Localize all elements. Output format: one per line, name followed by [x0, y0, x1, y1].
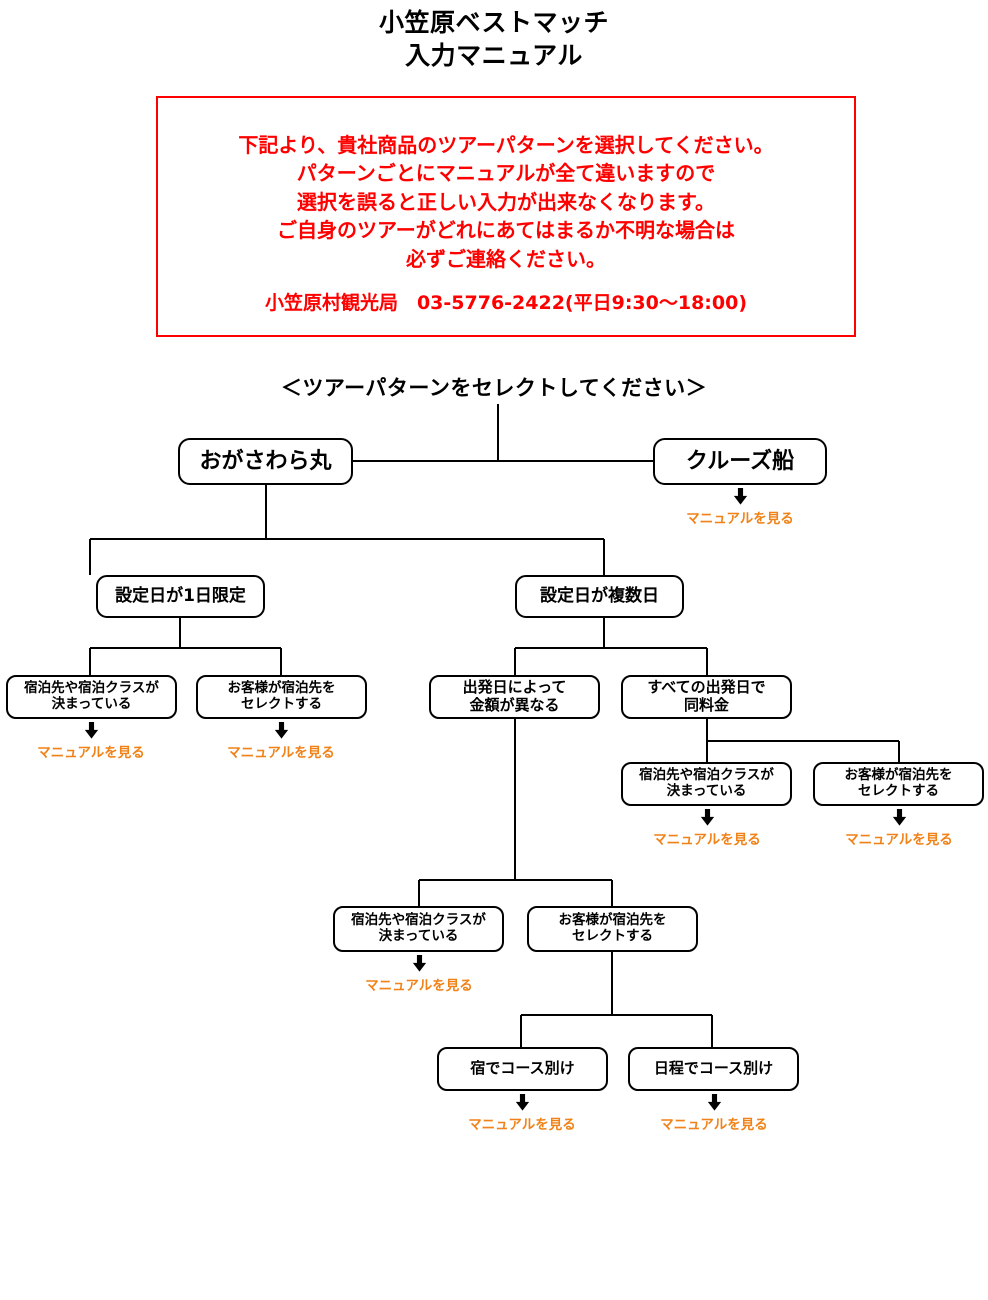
- notice-body: 下記より、貴社商品のツアーパターンを選択してください。 パターンごとにマニュアル…: [158, 131, 854, 273]
- notice-line-4: ご自身のツアーがどれにあてはまるか不明な場合は: [277, 218, 735, 243]
- down-arrow-icon: [707, 1093, 721, 1111]
- down-arrow-icon: [700, 808, 714, 826]
- node-single-day-only[interactable]: 設定日が1日限定: [96, 575, 265, 618]
- manual-link-label: マニュアルを見る: [686, 511, 794, 527]
- manual-link-course-by-schedule[interactable]: マニュアルを見る: [634, 1093, 794, 1133]
- notice-line-1: 下記より、貴社商品のツアーパターンを選択してください。: [238, 133, 774, 157]
- page-title-line-2: 入力マニュアル: [405, 41, 583, 71]
- page-title-line-1: 小笠原ベストマッチ: [378, 8, 609, 37]
- node-mid-lodging-fixed[interactable]: 宿泊先や宿泊クラスが 決まっている: [333, 906, 504, 952]
- notice-line-2: パターンごとにマニュアルが全て違いますので: [296, 161, 716, 186]
- page-title: 小笠原ベストマッチ 入力マニュアル: [0, 6, 988, 73]
- manual-link-course-by-inn[interactable]: マニュアルを見る: [442, 1093, 602, 1133]
- notice-line-3: 選択を誤ると正しい入力が出来なくなります。: [297, 189, 715, 214]
- manual-link-label: マニュアルを見る: [660, 1117, 768, 1133]
- down-arrow-icon: [733, 487, 747, 505]
- node-right-lodging-fixed[interactable]: 宿泊先や宿泊クラスが 決まっている: [621, 762, 792, 806]
- node-cruise-ship[interactable]: クルーズ船: [653, 438, 827, 485]
- notice-box: 下記より、貴社商品のツアーパターンを選択してください。 パターンごとにマニュアル…: [156, 96, 856, 337]
- manual-link-label: マニュアルを見る: [37, 745, 145, 761]
- down-arrow-icon: [412, 954, 426, 972]
- manual-link-label: マニュアルを見る: [227, 745, 335, 761]
- manual-link-left-lodging-fixed[interactable]: マニュアルを見る: [11, 721, 171, 761]
- node-right-customer-selects[interactable]: お客様が宿泊先を セレクトする: [813, 762, 984, 806]
- node-multiple-days[interactable]: 設定日が複数日: [515, 575, 684, 618]
- node-left-lodging-fixed[interactable]: 宿泊先や宿泊クラスが 決まっている: [6, 675, 177, 719]
- manual-link-label: マニュアルを見る: [468, 1117, 576, 1133]
- down-arrow-icon: [84, 721, 98, 739]
- down-arrow-icon: [274, 721, 288, 739]
- node-same-price-all-departures[interactable]: すべての出発日で 同料金: [621, 675, 792, 719]
- node-course-by-schedule[interactable]: 日程でコース別け: [628, 1047, 799, 1091]
- manual-link-label: マニュアルを見る: [653, 832, 761, 848]
- node-ogasawara-maru[interactable]: おがさわら丸: [178, 438, 353, 485]
- manual-link-label: マニュアルを見る: [365, 978, 473, 994]
- manual-link-cruise-ship[interactable]: マニュアルを見る: [660, 487, 820, 527]
- down-arrow-icon: [892, 808, 906, 826]
- node-price-varies-by-departure[interactable]: 出発日によって 金額が異なる: [429, 675, 600, 719]
- manual-link-label: マニュアルを見る: [845, 832, 953, 848]
- manual-link-right-lodging-fixed[interactable]: マニュアルを見る: [627, 808, 787, 848]
- select-pattern-heading: ＜ツアーパターンをセレクトしてください＞: [280, 376, 708, 400]
- manual-link-right-customer-selects[interactable]: マニュアルを見る: [819, 808, 979, 848]
- notice-line-5: 必ずご連絡ください。: [406, 246, 606, 271]
- node-mid-customer-selects[interactable]: お客様が宿泊先を セレクトする: [527, 906, 698, 952]
- down-arrow-icon: [515, 1093, 529, 1111]
- node-course-by-inn[interactable]: 宿でコース別け: [437, 1047, 608, 1091]
- manual-link-mid-lodging-fixed[interactable]: マニュアルを見る: [339, 954, 499, 994]
- node-left-customer-selects[interactable]: お客様が宿泊先を セレクトする: [196, 675, 367, 719]
- notice-contact-info: 小笠原村観光局 03-5776-2422(平日9:30〜18:00): [264, 292, 748, 314]
- manual-link-left-customer-selects[interactable]: マニュアルを見る: [201, 721, 361, 761]
